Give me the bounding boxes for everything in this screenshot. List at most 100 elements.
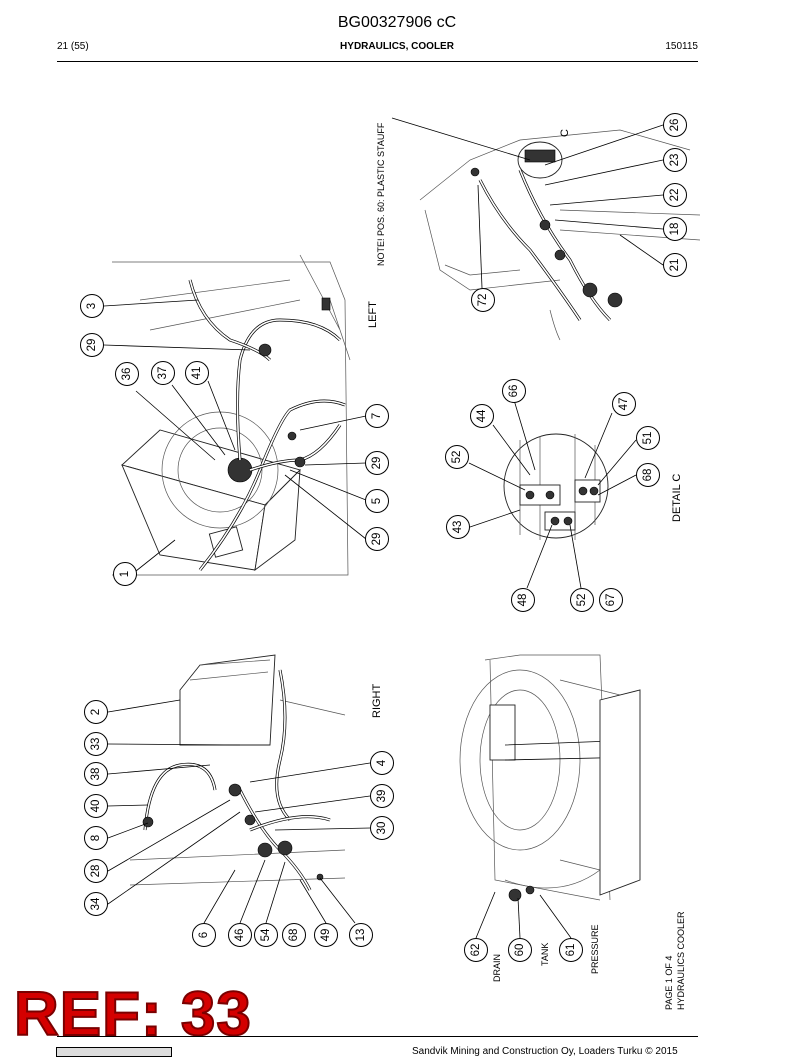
callout-balloons: 1 36 37 41 29 3 7 29 5 29 72 26 23 22 18… (80, 113, 687, 962)
svg-text:67: 67 (605, 594, 617, 607)
svg-text:41: 41 (191, 367, 203, 380)
callout-37: 37 (151, 361, 175, 385)
svg-text:29: 29 (86, 339, 98, 352)
callout-38: 38 (84, 762, 108, 786)
callout-68-a: 68 (636, 463, 660, 487)
svg-text:49: 49 (320, 929, 332, 942)
callout-68-b: 68 (282, 923, 306, 947)
callout-49: 49 (314, 923, 338, 947)
view-label-left: LEFT (367, 301, 379, 328)
callout-47: 47 (612, 392, 636, 416)
callout-66: 66 (502, 379, 526, 403)
callout-29-b: 29 (365, 451, 389, 475)
svg-text:5: 5 (371, 498, 383, 504)
callout-40: 40 (84, 794, 108, 818)
svg-text:46: 46 (234, 929, 246, 942)
svg-text:62: 62 (470, 944, 482, 957)
cooler-detail-view (391, 117, 701, 341)
callout-5: 5 (365, 489, 389, 513)
callout-29-c: 29 (365, 527, 389, 551)
leader-lines (103, 124, 664, 939)
callout-52-b: 52 (570, 588, 594, 612)
svg-text:3: 3 (86, 303, 98, 309)
callout-22: 22 (663, 183, 687, 207)
svg-text:21: 21 (669, 259, 681, 272)
svg-text:1: 1 (119, 571, 131, 577)
callout-44: 44 (470, 404, 494, 428)
page-label-line1: PAGE 1 OF 4 (664, 956, 674, 1010)
callout-34: 34 (84, 892, 108, 916)
svg-text:29: 29 (371, 457, 383, 470)
view-label-detail-c: DETAIL C (671, 474, 683, 522)
callout-3: 3 (80, 294, 104, 318)
date-code: 150115 (665, 41, 698, 52)
svg-text:37: 37 (157, 367, 169, 380)
svg-text:52: 52 (451, 451, 463, 464)
callout-41: 41 (185, 361, 209, 385)
cooler-right-view (129, 654, 346, 891)
svg-text:38: 38 (90, 768, 102, 781)
svg-text:33: 33 (90, 738, 102, 751)
svg-text:4: 4 (376, 759, 388, 766)
callout-18: 18 (663, 217, 687, 241)
callout-39: 39 (370, 784, 394, 808)
svg-text:52: 52 (576, 594, 588, 607)
callout-28: 28 (84, 859, 108, 883)
svg-text:72: 72 (477, 294, 489, 307)
callout-72: 72 (471, 288, 495, 312)
svg-text:29: 29 (371, 533, 383, 546)
callout-30: 30 (370, 816, 394, 840)
footer-copyright: Sandvik Mining and Construction Oy, Load… (412, 1046, 678, 1057)
view-label-right: RIGHT (371, 684, 383, 719)
callout-67: 67 (599, 588, 623, 612)
callout-60: 60 (508, 938, 532, 962)
detail-marker-c: C (559, 129, 571, 137)
svg-text:47: 47 (618, 398, 630, 411)
callout-23: 23 (663, 148, 687, 172)
svg-text:28: 28 (90, 865, 102, 878)
port-label-pressure: PRESSURE (590, 924, 600, 974)
svg-text:2: 2 (90, 709, 102, 715)
svg-text:36: 36 (121, 368, 133, 381)
svg-text:51: 51 (642, 432, 654, 445)
svg-text:30: 30 (376, 822, 388, 835)
svg-text:68: 68 (642, 469, 654, 482)
svg-text:23: 23 (669, 154, 681, 167)
document-id: BG00327906 cC (337, 14, 457, 31)
callout-48: 48 (511, 588, 535, 612)
callout-7: 7 (365, 404, 389, 428)
callout-61: 61 (559, 938, 583, 962)
svg-text:44: 44 (476, 409, 488, 422)
callout-1: 1 (113, 562, 137, 586)
detail-c-view (503, 433, 609, 540)
svg-text:48: 48 (517, 594, 529, 607)
callout-8: 8 (84, 826, 108, 850)
svg-text:40: 40 (90, 800, 102, 813)
page-label-line2: HYDRAULICS COOLER (676, 911, 686, 1010)
footer-divider (57, 1036, 698, 1037)
callout-2: 2 (84, 700, 108, 724)
svg-text:8: 8 (90, 835, 102, 841)
cooler-bottom-view (459, 654, 641, 902)
port-label-drain: DRAIN (492, 954, 502, 982)
note-plastic-stauff: NOTE! POS. 60: PLASTIC STAUFF (376, 122, 386, 266)
svg-text:22: 22 (669, 189, 681, 202)
header-divider (57, 61, 698, 62)
svg-text:39: 39 (376, 790, 388, 803)
callout-26: 26 (663, 113, 687, 137)
callout-46: 46 (228, 923, 252, 947)
callout-33: 33 (84, 732, 108, 756)
callout-13: 13 (349, 923, 373, 947)
svg-text:34: 34 (90, 897, 102, 910)
svg-text:13: 13 (355, 929, 367, 942)
svg-text:43: 43 (452, 521, 464, 534)
svg-text:61: 61 (565, 944, 577, 957)
callout-43: 43 (446, 515, 470, 539)
brand-logo-strip (56, 1047, 172, 1057)
callout-36: 36 (115, 362, 139, 386)
svg-text:54: 54 (260, 928, 272, 941)
svg-text:18: 18 (669, 223, 681, 236)
callout-52-a: 52 (445, 445, 469, 469)
svg-text:7: 7 (371, 413, 383, 419)
callout-21: 21 (663, 253, 687, 277)
